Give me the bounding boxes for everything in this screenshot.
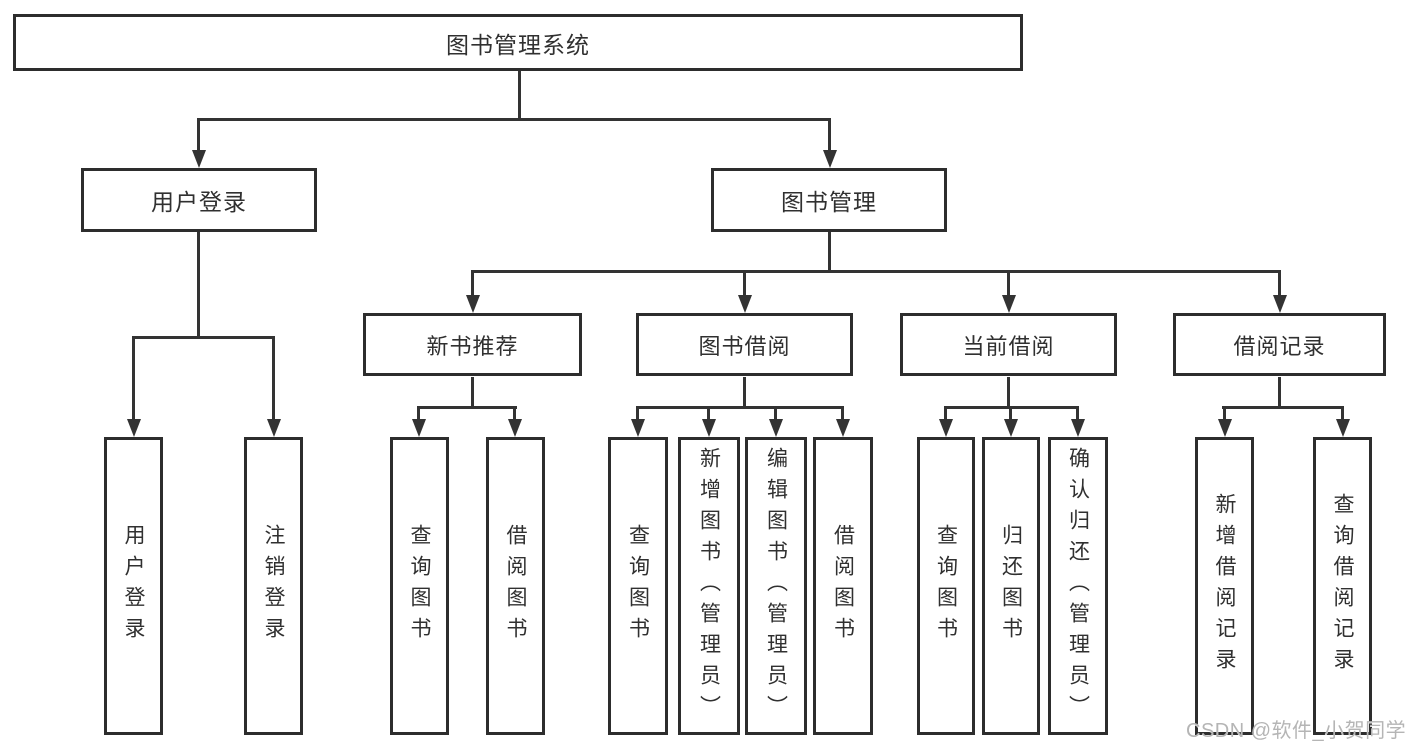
node-label: 新增图书（管理员） xyxy=(697,446,721,726)
node-label: 查询图书 xyxy=(934,524,958,648)
node-user-login: 用户登录 xyxy=(81,168,317,232)
connector-arrow xyxy=(707,406,710,419)
connector-arrow xyxy=(471,270,474,295)
leaf-confirm-return-admin: 确认归还（管理员） xyxy=(1048,437,1108,735)
leaf-borrow-books-borrowing: 借阅图书 xyxy=(813,437,873,735)
connector-arrow xyxy=(1341,406,1344,419)
connector-arrow xyxy=(841,406,844,419)
node-borrowing-records: 借阅记录 xyxy=(1173,313,1386,376)
connector-line xyxy=(471,270,1281,273)
connector-arrow xyxy=(1007,270,1010,295)
node-label: 查询图书 xyxy=(626,524,650,648)
node-book-borrowing: 图书借阅 xyxy=(636,313,853,376)
connector-line xyxy=(417,406,517,409)
node-label: 用户登录 xyxy=(122,524,145,648)
node-label: 查询借阅记录 xyxy=(1331,493,1354,679)
connector-line xyxy=(636,406,844,409)
node-label: 图书借阅 xyxy=(698,333,791,359)
leaf-return-books: 归还图书 xyxy=(982,437,1040,735)
leaf-edit-book-admin: 编辑图书（管理员） xyxy=(745,437,807,735)
leaf-query-books-borrowing: 查询图书 xyxy=(608,437,668,735)
node-label: 注销登录 xyxy=(262,524,285,648)
connector-line xyxy=(1007,377,1010,409)
leaf-add-borrow-record: 新增借阅记录 xyxy=(1195,437,1254,735)
connector-arrow xyxy=(197,118,200,150)
connector-line xyxy=(518,70,521,121)
node-label: 借阅记录 xyxy=(1233,333,1326,359)
connector-line xyxy=(828,232,831,273)
node-label: 查询图书 xyxy=(408,524,431,648)
connector-arrow xyxy=(1076,406,1079,419)
node-label: 确认归还（管理员） xyxy=(1066,446,1090,726)
node-library-management-system: 图书管理系统 xyxy=(13,14,1023,71)
connector-arrow xyxy=(1278,270,1281,295)
connector-arrow xyxy=(1223,406,1226,419)
node-label: 借阅图书 xyxy=(504,524,527,648)
node-label: 归还图书 xyxy=(999,524,1023,648)
node-label: 新书推荐 xyxy=(426,333,519,359)
connector-arrow xyxy=(513,406,516,419)
node-label: 新增借阅记录 xyxy=(1213,493,1236,679)
node-label: 当前借阅 xyxy=(962,333,1055,359)
connector-arrow xyxy=(1009,406,1012,419)
connector-line xyxy=(197,232,200,339)
connector-line xyxy=(1278,377,1281,409)
node-current-borrowing: 当前借阅 xyxy=(900,313,1117,376)
leaf-query-books-current: 查询图书 xyxy=(917,437,975,735)
connector-arrow xyxy=(132,336,135,419)
node-label: 用户登录 xyxy=(151,189,247,215)
leaf-borrow-books-recommend: 借阅图书 xyxy=(486,437,545,735)
node-book-management: 图书管理 xyxy=(711,168,947,232)
connector-line xyxy=(197,118,831,121)
connector-line xyxy=(743,377,746,409)
connector-line xyxy=(132,336,275,339)
node-new-book-recommendation: 新书推荐 xyxy=(363,313,582,376)
node-label: 借阅图书 xyxy=(831,524,855,648)
connector-arrow xyxy=(743,270,746,295)
leaf-query-borrow-record: 查询借阅记录 xyxy=(1313,437,1372,735)
connector-arrow xyxy=(272,336,275,419)
node-label: 图书管理 xyxy=(781,189,877,215)
leaf-user-login: 用户登录 xyxy=(104,437,163,735)
connector-arrow xyxy=(417,406,420,419)
connector-arrow xyxy=(774,406,777,419)
connector-arrow xyxy=(636,406,639,419)
connector-line xyxy=(1222,406,1343,409)
connector-line xyxy=(471,377,474,409)
leaf-add-book-admin: 新增图书（管理员） xyxy=(678,437,740,735)
connector-arrow xyxy=(828,118,831,150)
leaf-logout: 注销登录 xyxy=(244,437,303,735)
watermark: CSDN @软件_小贺同学 xyxy=(1186,720,1405,742)
node-label: 编辑图书（管理员） xyxy=(764,446,788,726)
connector-arrow xyxy=(944,406,947,419)
leaf-query-books-recommend: 查询图书 xyxy=(390,437,449,735)
node-label: 图书管理系统 xyxy=(446,31,590,58)
